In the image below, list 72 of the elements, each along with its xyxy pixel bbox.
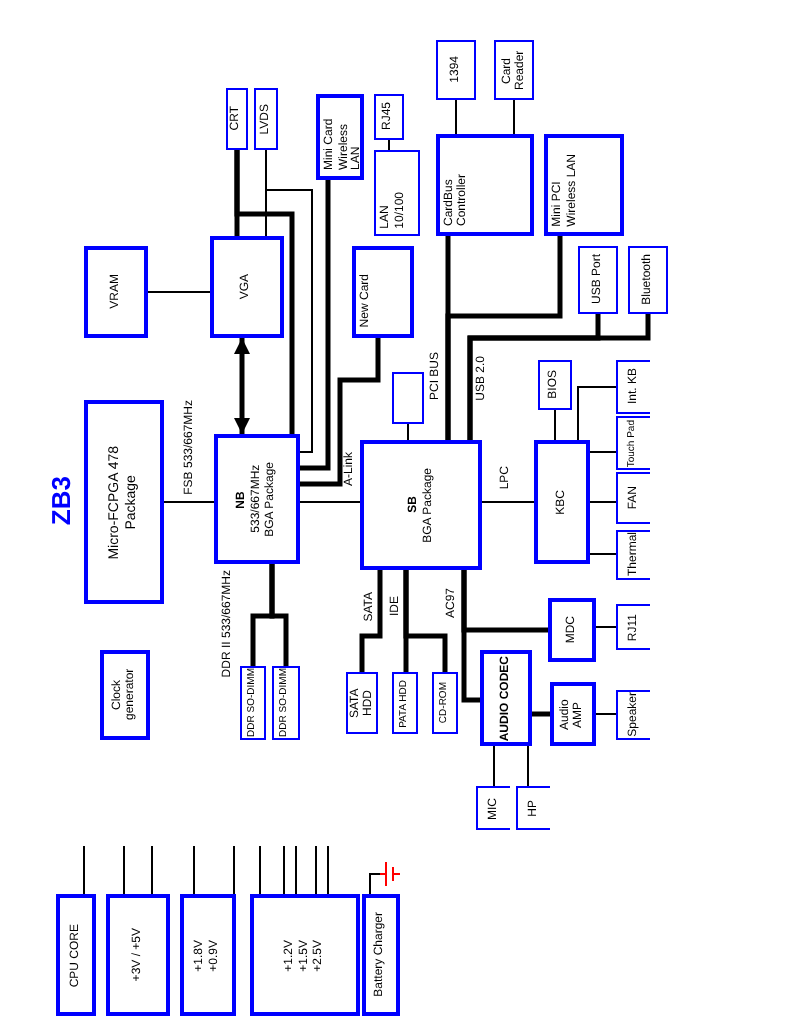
bus-line	[532, 711, 550, 717]
connector-bracket	[616, 530, 650, 580]
bus-line	[403, 570, 448, 672]
empty-box	[392, 372, 424, 424]
block-box	[548, 598, 596, 662]
block-box	[226, 88, 248, 150]
connector-bracket	[616, 416, 650, 470]
connector-bracket	[516, 786, 550, 830]
block-box	[210, 236, 284, 338]
connector-line	[493, 745, 495, 787]
block-box	[534, 440, 590, 564]
block-box	[436, 40, 476, 100]
connector-line	[513, 99, 515, 135]
block-box	[84, 400, 164, 604]
block-box	[214, 434, 300, 564]
block-box	[84, 246, 148, 338]
connector-line	[595, 626, 617, 628]
connector-line	[577, 386, 617, 441]
connector-line	[163, 501, 215, 503]
connector-line	[527, 745, 529, 787]
bus-line	[359, 570, 383, 672]
bus-line	[234, 150, 295, 434]
block-box	[628, 246, 668, 314]
block-box	[480, 650, 532, 746]
block-box	[550, 682, 596, 746]
double-arrow	[234, 338, 250, 434]
bus-line	[445, 236, 563, 440]
block-box	[352, 246, 414, 338]
connector-line	[299, 501, 361, 503]
block-box	[272, 666, 300, 740]
connector-line	[388, 139, 390, 151]
connector-line	[407, 423, 409, 441]
bus-line	[300, 180, 331, 471]
connector-bracket	[616, 604, 650, 650]
block-box	[578, 246, 618, 314]
block-box	[360, 440, 482, 570]
block-box	[180, 894, 236, 1016]
block-box	[436, 134, 534, 236]
bus-line	[467, 314, 651, 440]
connector-line	[147, 291, 211, 293]
block-box	[538, 360, 572, 410]
connector-line	[554, 409, 556, 441]
connector-bracket	[616, 360, 650, 414]
block-box	[106, 894, 170, 1016]
block-box	[250, 894, 360, 1016]
block-box	[240, 666, 266, 740]
bus-line	[269, 564, 289, 666]
connector-line	[589, 553, 617, 555]
connector-bracket	[616, 690, 650, 740]
connector-line	[589, 451, 617, 453]
block-box	[346, 672, 378, 734]
block-box	[374, 94, 404, 140]
connector-line	[481, 501, 535, 503]
block-box	[316, 94, 364, 180]
block-box	[392, 672, 418, 734]
connector-bracket	[476, 786, 510, 830]
block-box	[254, 88, 278, 150]
block-box	[494, 40, 534, 100]
block-box	[56, 894, 96, 1016]
connector-bracket	[616, 472, 650, 524]
block-box	[100, 650, 150, 740]
connector-line	[455, 99, 457, 135]
block-box	[374, 150, 420, 236]
bus-line	[461, 570, 480, 703]
block-box	[544, 134, 624, 236]
block-box	[362, 894, 400, 1016]
connector-line	[265, 149, 313, 453]
block-box	[432, 672, 458, 734]
diagram-title: ZB3	[48, 476, 74, 526]
bus-line	[300, 338, 381, 487]
connector-line	[595, 713, 617, 715]
connector-line	[589, 501, 617, 503]
